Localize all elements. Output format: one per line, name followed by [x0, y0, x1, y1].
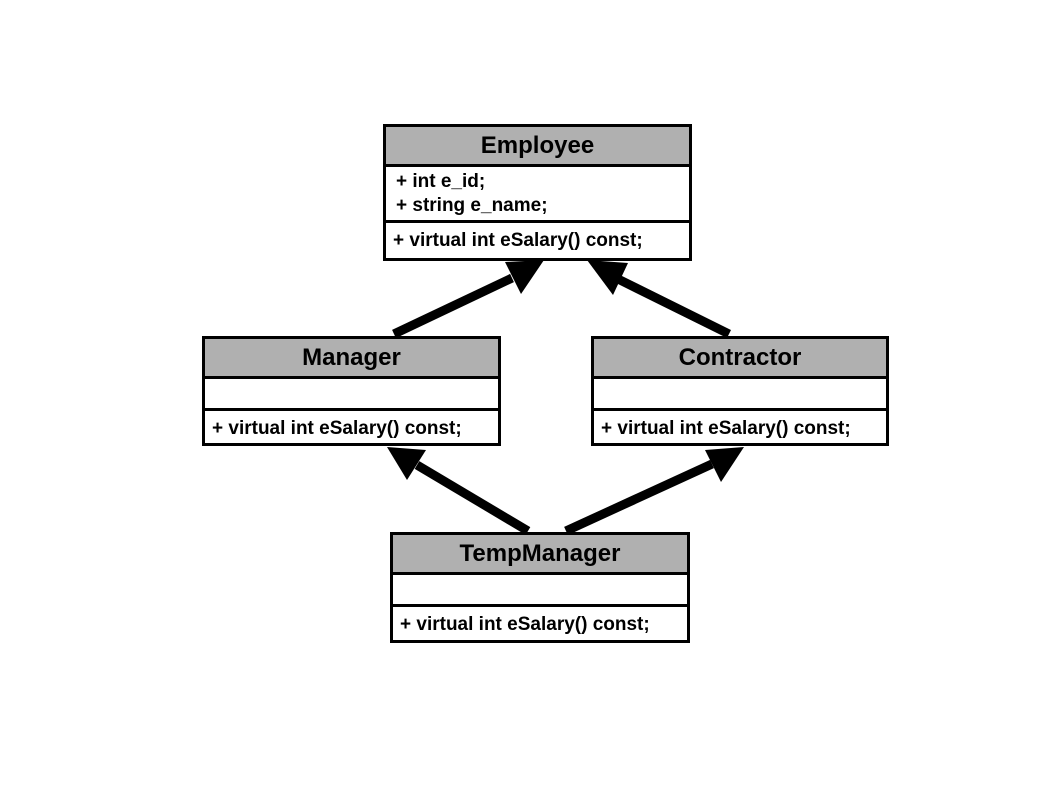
class-methods: + virtual int eSalary() const;: [205, 411, 498, 447]
arrow-shaft: [392, 273, 514, 339]
arrow-shaft: [414, 461, 531, 535]
method: + virtual int eSalary() const;: [601, 418, 851, 439]
class-contractor: Contractor + virtual int eSalary() const…: [591, 336, 889, 446]
arrow-tempmanager-to-contractor: [564, 447, 744, 536]
class-attributes: [393, 575, 687, 607]
arrow-shaft: [616, 274, 731, 339]
arrow-contractor-to-employee: [587, 260, 731, 339]
method: + virtual int eSalary() const;: [212, 418, 462, 439]
attribute: + int e_id;: [396, 171, 486, 192]
class-methods: + virtual int eSalary() const;: [393, 607, 687, 643]
method: + virtual int eSalary() const;: [393, 230, 643, 251]
attribute: + string e_name;: [396, 195, 548, 216]
class-name: Contractor: [594, 339, 886, 379]
class-employee: Employee + int e_id; + string e_name; + …: [383, 124, 692, 261]
arrow-shaft: [564, 459, 714, 536]
method: + virtual int eSalary() const;: [400, 614, 650, 635]
arrow-manager-to-employee: [392, 260, 544, 339]
class-manager: Manager + virtual int eSalary() const;: [202, 336, 501, 446]
class-attributes: [205, 379, 498, 411]
arrowhead: [587, 260, 628, 295]
class-name: Manager: [205, 339, 498, 379]
class-name: TempManager: [393, 535, 687, 575]
class-name: Employee: [386, 127, 689, 167]
arrowhead: [705, 447, 744, 482]
arrow-tempmanager-to-manager: [387, 447, 531, 535]
arrowhead: [387, 447, 426, 480]
class-tempmanager: TempManager + virtual int eSalary() cons…: [390, 532, 690, 643]
arrowhead: [505, 260, 544, 294]
class-methods: + virtual int eSalary() const;: [594, 411, 886, 447]
class-attributes: + int e_id; + string e_name;: [386, 167, 689, 223]
class-attributes: [594, 379, 886, 411]
class-methods: + virtual int eSalary() const;: [386, 223, 689, 259]
